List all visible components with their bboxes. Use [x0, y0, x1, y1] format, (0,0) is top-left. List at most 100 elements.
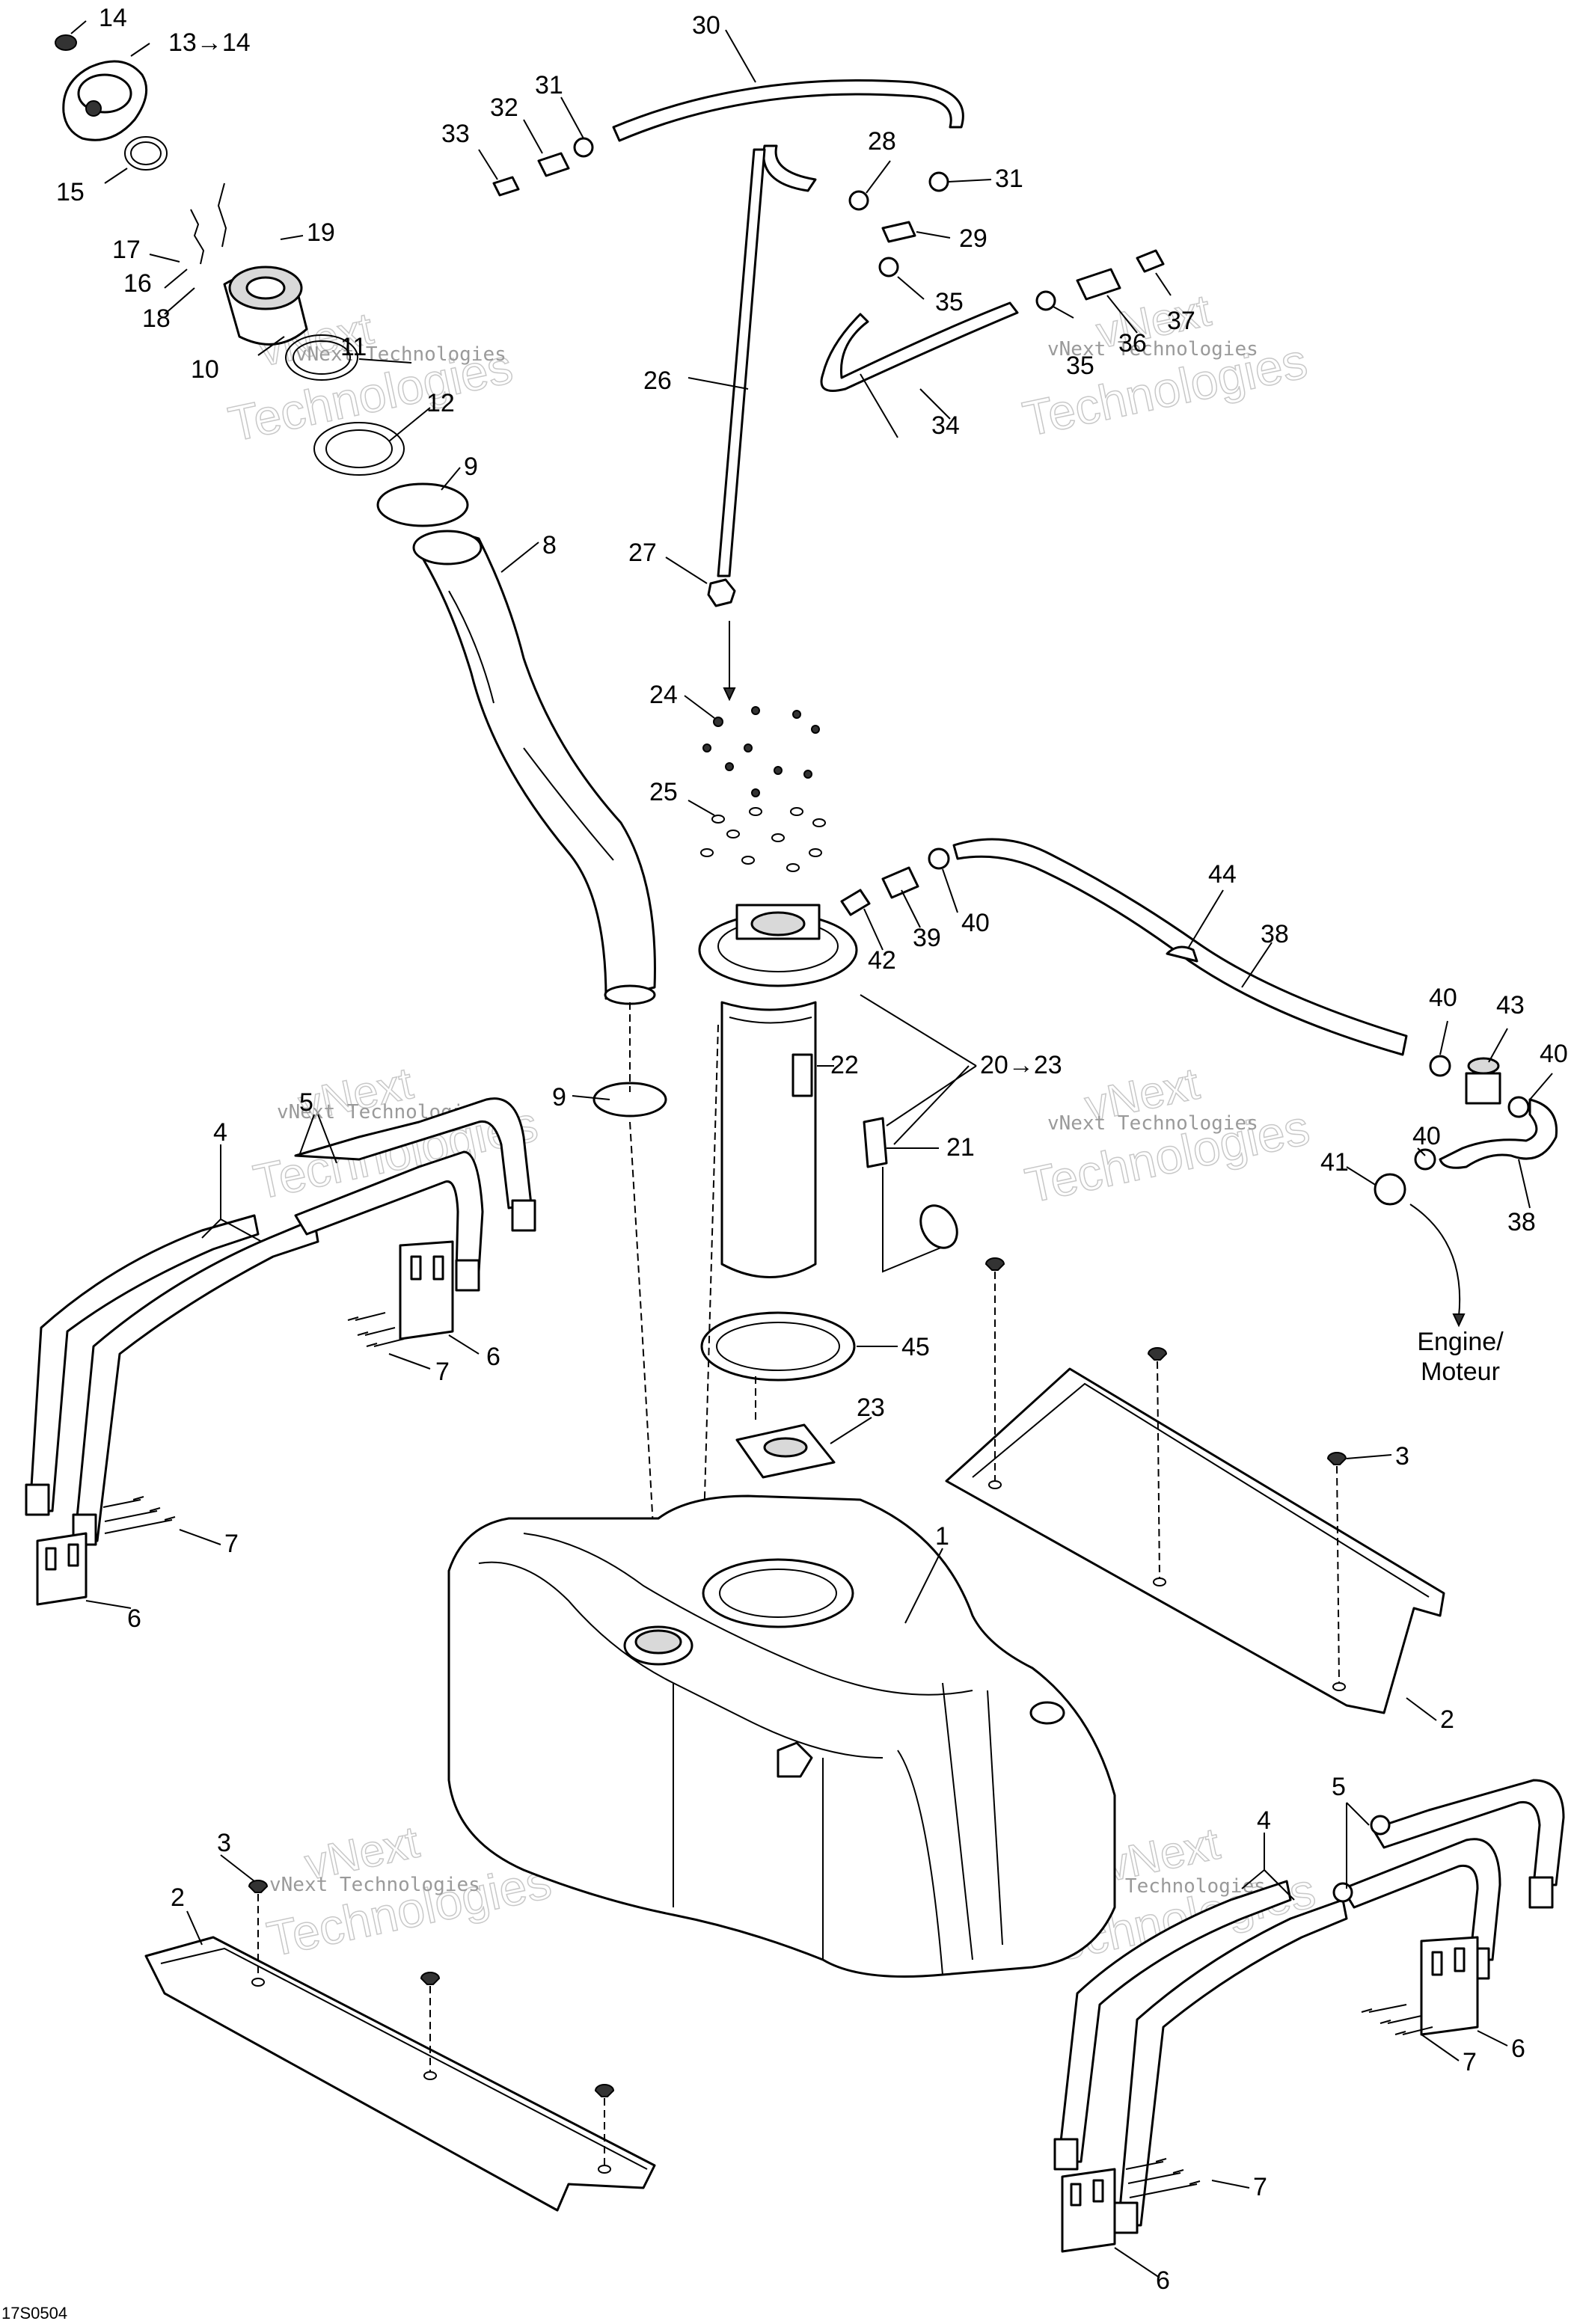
- neck-ring-inner: [325, 429, 393, 468]
- cap-plug: [55, 34, 77, 51]
- neck-ring: [313, 422, 405, 476]
- filler-hose: [376, 482, 667, 1624]
- callout-16: 16: [123, 269, 152, 298]
- callout-41: 41: [1320, 1148, 1349, 1177]
- rivet-line: [1157, 1361, 1160, 1579]
- clamp-35: [878, 257, 899, 278]
- screw-7: [1380, 2015, 1422, 2024]
- check-valve-27: [707, 578, 736, 607]
- pump-bracket: [791, 1053, 813, 1097]
- screw-7: [366, 1338, 405, 1347]
- nut-24: [774, 766, 783, 775]
- bracket-slot: [45, 1547, 57, 1571]
- clamp-40a: [928, 847, 950, 870]
- screw-7: [1129, 2180, 1201, 2198]
- bracket-6-lower-right: [1061, 2168, 1116, 2253]
- callout-43: 43: [1496, 991, 1525, 1020]
- callout-38a: 38: [1261, 920, 1289, 948]
- callout-9-bottom: 9: [552, 1083, 566, 1112]
- vent-hose-26-top: [762, 144, 817, 192]
- nut-24: [744, 744, 753, 752]
- callout-26: 26: [643, 367, 672, 395]
- drawing-code: 17S0504: [1, 2304, 67, 2323]
- filler-hose-top-opening: [412, 530, 483, 565]
- hose-clamp-bottom: [592, 1082, 667, 1117]
- callout-9-top: 9: [464, 453, 478, 481]
- fitting-31: [573, 137, 594, 158]
- neck-gasket-inner: [293, 340, 351, 375]
- callout-7-lower-left: 7: [224, 1530, 239, 1558]
- screw-7: [1394, 2026, 1433, 2035]
- pump-dash-left: [702, 1024, 719, 1549]
- tank-vent-port: [1029, 1701, 1065, 1725]
- bracket-5-bolt: [1332, 1882, 1353, 1903]
- washer-25: [771, 833, 785, 842]
- callout-3-left: 3: [217, 1829, 231, 1857]
- filter-37: [1136, 249, 1165, 273]
- bracket-6-upper-right: [1420, 1936, 1479, 2036]
- pump-tube-edge: [729, 1017, 812, 1024]
- bracket-slot: [410, 1255, 422, 1281]
- callout-1: 1: [935, 1522, 949, 1551]
- bracket-slot: [432, 1255, 444, 1281]
- tank-edge-5: [987, 1690, 1003, 1946]
- screw-7: [1127, 2169, 1184, 2184]
- callout-14: 14: [99, 4, 127, 32]
- screw-7: [104, 1507, 161, 1522]
- bracket-slot: [1431, 1951, 1443, 1976]
- tank-fitting: [777, 1741, 813, 1778]
- rivet-line: [1336, 1465, 1340, 1684]
- nut-24: [803, 770, 812, 779]
- hose-highlight: [448, 590, 494, 704]
- sender-float: [919, 1204, 958, 1249]
- callout-7-lower-right: 7: [1253, 2173, 1267, 2201]
- washer-25: [726, 830, 740, 838]
- valve-32: [537, 152, 570, 177]
- clamp-35b: [1035, 290, 1056, 311]
- callout-31b: 31: [995, 165, 1023, 193]
- fuel-cap-assembly: [55, 34, 405, 476]
- callout-30: 30: [692, 11, 720, 40]
- screw-7: [357, 1327, 396, 1336]
- filler-hose-body: [414, 531, 656, 1000]
- tank-ridge-2: [523, 1533, 973, 1696]
- filler-neck-opening: [245, 276, 286, 300]
- valve-36: [1076, 268, 1121, 301]
- callout-23: 23: [857, 1394, 885, 1422]
- vent-hose-34: [820, 301, 1019, 392]
- note-moteur: Moteur: [1421, 1358, 1500, 1386]
- screw-7: [347, 1312, 386, 1321]
- rivet-3: [420, 1972, 441, 1985]
- pump-outlet: [750, 911, 806, 936]
- callout-40d: 40: [1412, 1122, 1441, 1150]
- clamp-40b: [1429, 1055, 1451, 1077]
- callout-2-right: 2: [1440, 1705, 1454, 1734]
- washer-25: [749, 807, 762, 816]
- cap-gasket-inner: [130, 141, 162, 165]
- callout-2-left: 2: [171, 1883, 185, 1912]
- callout-37: 37: [1167, 307, 1195, 335]
- arrow-head: [723, 687, 736, 702]
- rivet-3: [594, 2084, 615, 2097]
- tank-edge-3: [897, 1750, 943, 1975]
- callout-20-23: 20→23: [980, 1051, 1062, 1079]
- callout-36: 36: [1118, 329, 1147, 358]
- fuel-tank: [447, 1494, 1116, 1978]
- tank-filler-inlet-top: [634, 1629, 682, 1655]
- callout-40c: 40: [1540, 1040, 1568, 1068]
- cap-gasket: [124, 136, 168, 171]
- tank-edge-4: [942, 1682, 973, 1960]
- callout-35: 35: [935, 288, 964, 316]
- fuel-hose-38b: [1439, 1098, 1558, 1169]
- callout-labels: 14 13→14 15 17 16 18 19 10 11 12 9 8 30 …: [56, 4, 1568, 2295]
- callout-25: 25: [649, 778, 678, 806]
- callout-15: 15: [56, 178, 85, 206]
- callout-35b: 35: [1066, 352, 1094, 380]
- clamp-28: [848, 190, 869, 211]
- callout-8: 8: [542, 531, 557, 559]
- callout-5-left: 5: [299, 1088, 313, 1117]
- callout-22: 22: [830, 1051, 859, 1079]
- callout-40a: 40: [961, 909, 990, 937]
- strap-4-right-a: [1057, 1880, 1292, 2163]
- neck-gasket: [285, 334, 358, 381]
